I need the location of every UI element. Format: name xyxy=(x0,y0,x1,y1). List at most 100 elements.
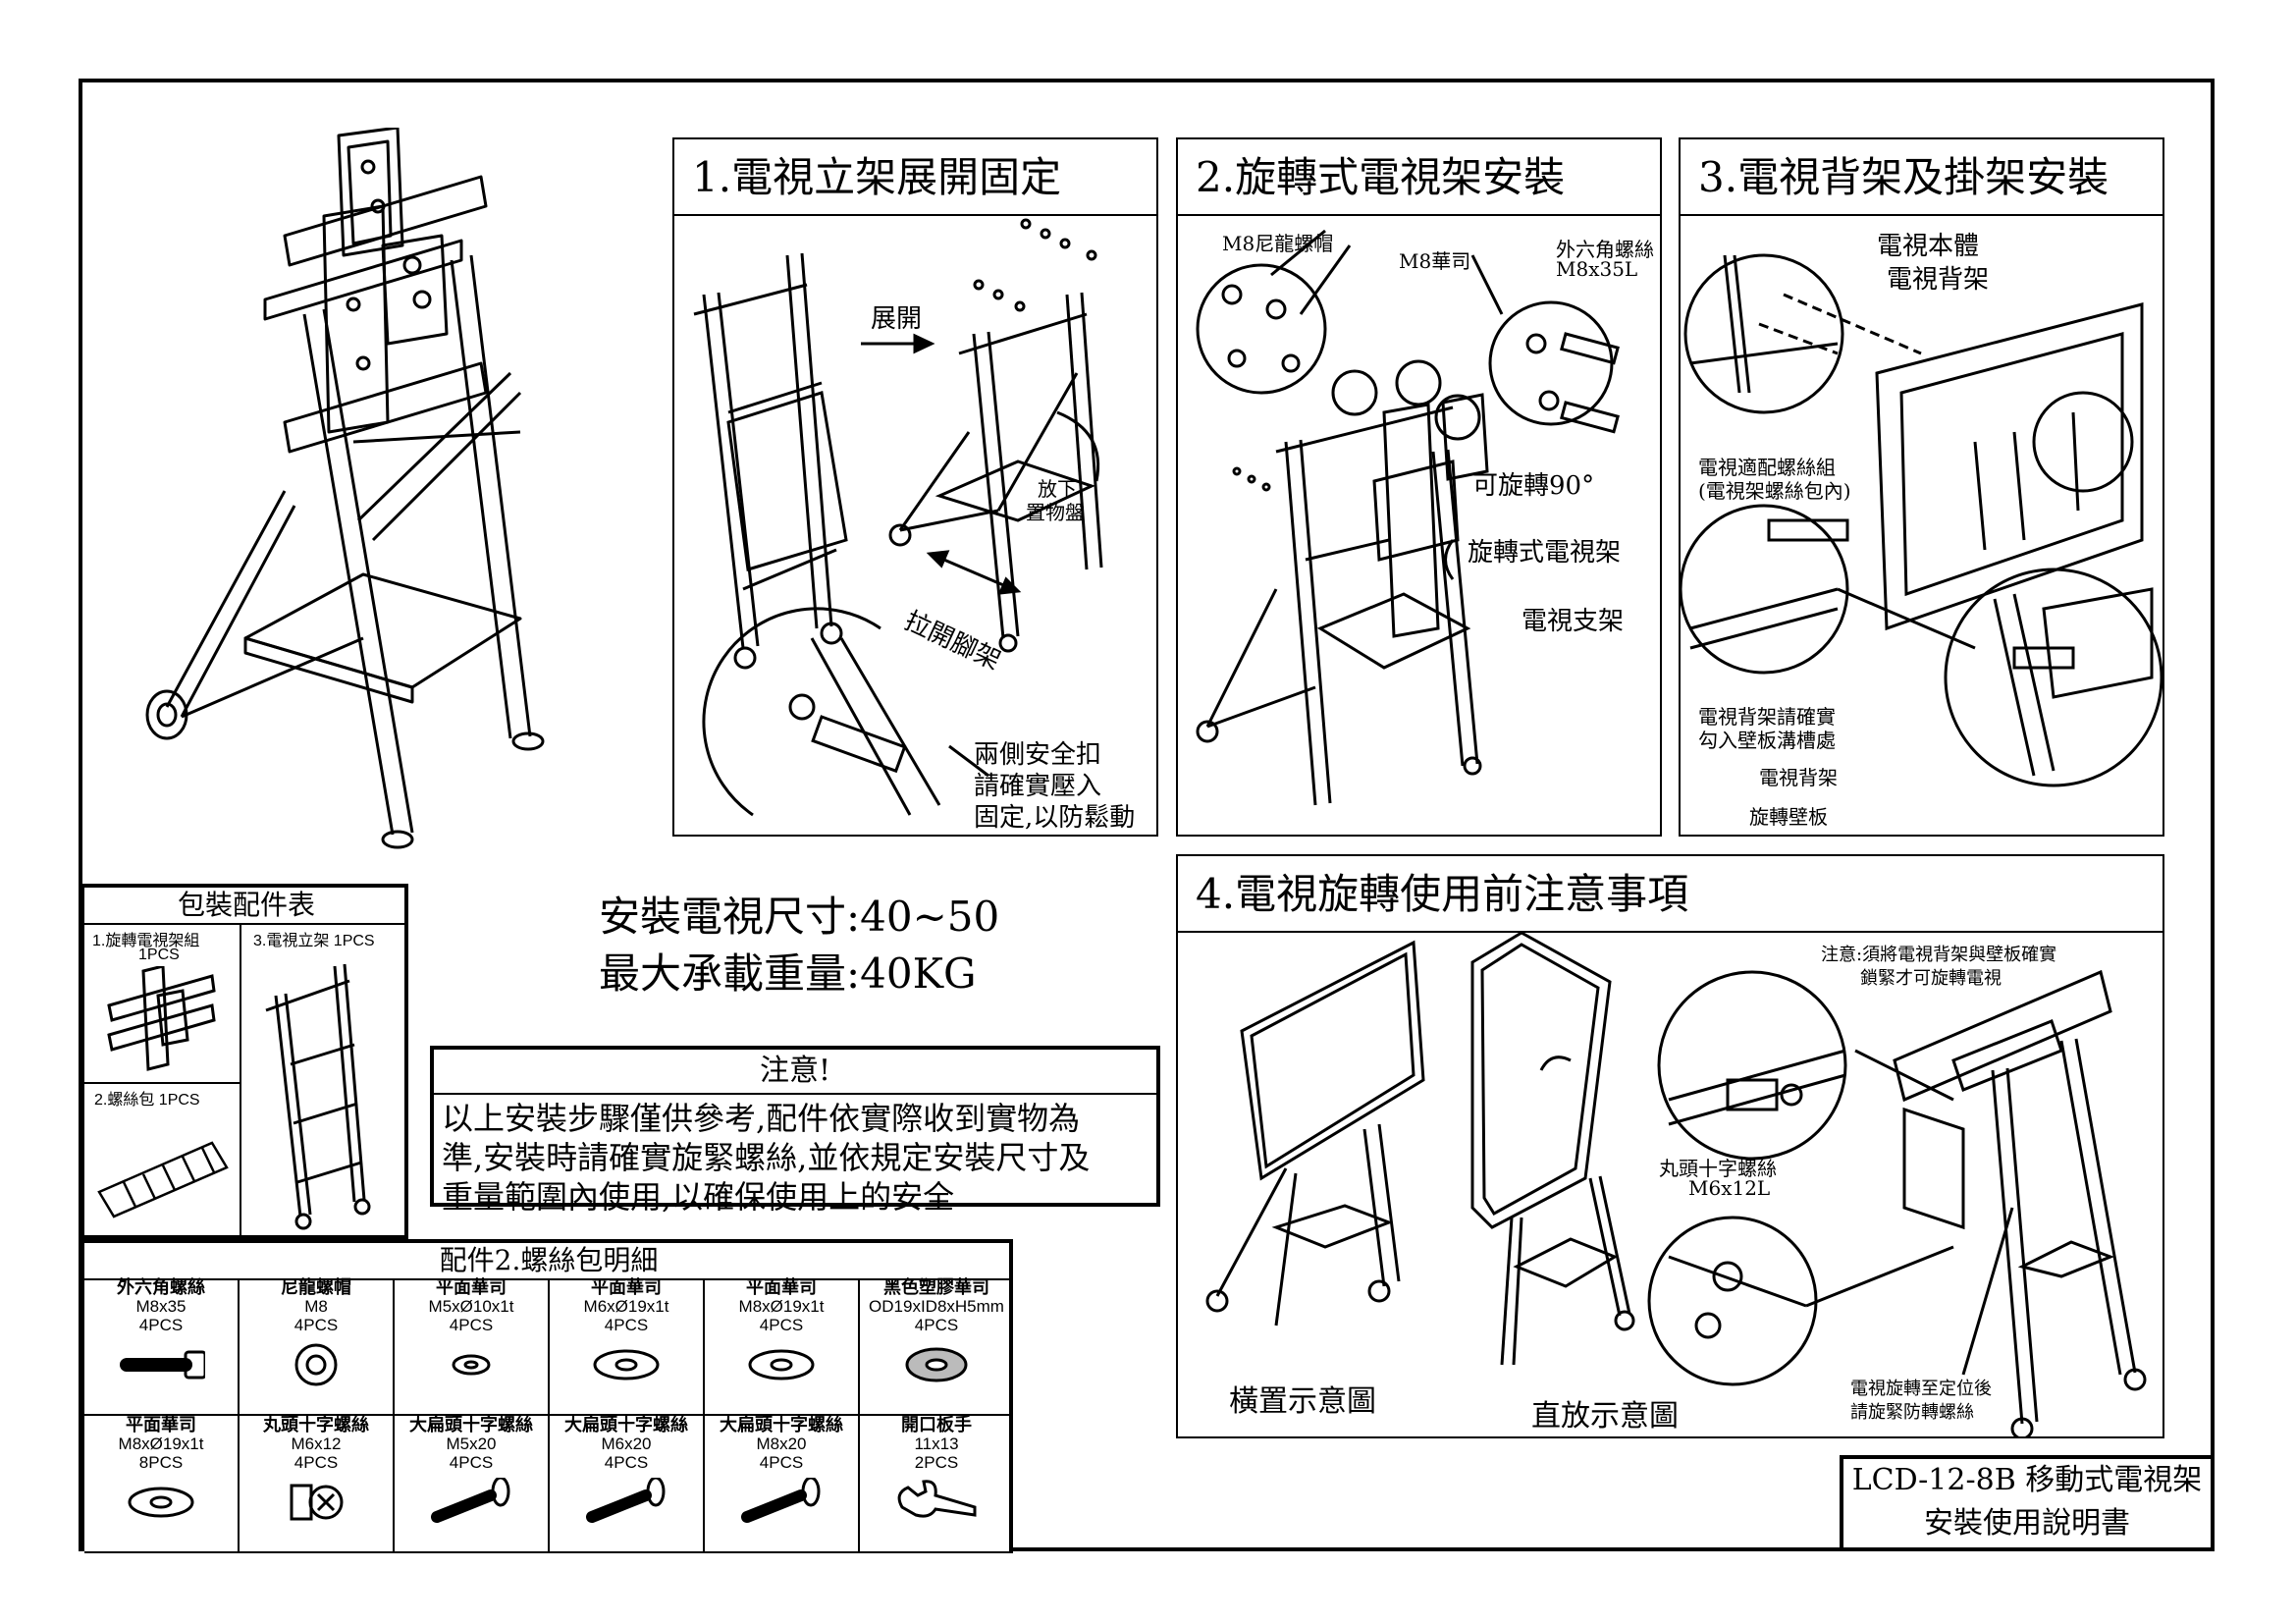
section-3-title: 3.電視背架及掛架安裝 xyxy=(1681,139,2163,216)
lock-note-label-2: 請旋緊防轉螺絲 xyxy=(1850,1402,1974,1423)
section-1-title: 1.電視立架展開固定 xyxy=(674,139,1156,216)
attention-label-1: 注意:須將電視背架與壁板確實 xyxy=(1821,945,2057,965)
screw-qty: 4PCS xyxy=(759,1316,804,1334)
adapter-screws-label-2: (電視架螺絲包內) xyxy=(1698,479,1851,503)
rotating-mount-icon xyxy=(107,966,216,1071)
product-doc: 安裝使用說明書 xyxy=(1924,1506,2130,1541)
screw-spec: M8xØ19x1t xyxy=(738,1297,825,1316)
adapter-screws-label-1: 電視適配螺絲組 xyxy=(1698,456,1836,479)
screw-spec: M5x20 xyxy=(446,1435,497,1453)
package-item-2: 2.螺絲包 1PCS xyxy=(94,1092,200,1109)
screw-qty: 4PCS xyxy=(449,1453,494,1472)
notice-box: 注意! 以上安裝步驟僅供參考,配件依實際收到實物為 準,安裝時請確實旋緊螺絲,並… xyxy=(430,1046,1160,1216)
screw-label-1: 丸頭十字螺絲 xyxy=(1659,1157,1777,1180)
portrait-label: 直放示意圖 xyxy=(1531,1399,1679,1434)
section-2-panel: 2.旋轉式電視架安裝 M8尼龍螺帽 M xyxy=(1176,137,1662,837)
screw-icon xyxy=(586,1476,666,1523)
screw-icon xyxy=(120,1350,207,1380)
screw-icon xyxy=(452,1354,491,1376)
screw-spec: M5xØ10x1t xyxy=(428,1297,514,1316)
screw-icon xyxy=(593,1349,660,1380)
package-table: 包裝配件表 1.旋轉電視架組 1PCS 2.螺絲包 1PCS 3.電視立架 1P… xyxy=(80,884,408,1239)
place-tray-label-2: 置物盤 xyxy=(1026,501,1085,524)
notice-line-1: 以上安裝步驟僅供參考,配件依實際收到實物為 xyxy=(442,1100,1081,1137)
screw-qty: 4PCS xyxy=(294,1316,339,1334)
section-3-panel: 3.電視背架及掛架安裝 電視本體 電視背架 電視適配螺絲組 (電視架螺絲 xyxy=(1679,137,2164,837)
screw-name: 大扁頭十字螺絲 xyxy=(720,1415,843,1435)
unfold-label: 展開 xyxy=(871,304,923,334)
screw-icon xyxy=(905,1347,968,1382)
rotate-plate-label: 旋轉壁板 xyxy=(1749,805,1828,829)
package-title: 包裝配件表 xyxy=(84,888,408,925)
section-1-panel: 1.電視立架展開固定 xyxy=(672,137,1158,837)
screw-qty: 4PCS xyxy=(604,1316,649,1334)
tv-stand-label: 電視支架 xyxy=(1522,607,1625,636)
screw-spec: 11x13 xyxy=(914,1435,959,1453)
notice-line-2: 準,安裝時請確實旋緊螺絲,並依規定安裝尺寸及 xyxy=(442,1139,1091,1176)
product-model: LCD-12-8B 移動式電視架 xyxy=(1851,1463,2203,1497)
screw-icon xyxy=(290,1484,344,1521)
outer-frame xyxy=(79,79,2215,1551)
screw-qty: 4PCS xyxy=(604,1453,649,1472)
nylon-nut-label: M8尼龍螺帽 xyxy=(1222,232,1334,255)
hex-bolt-label-1: 外六角螺絲 xyxy=(1556,238,1654,261)
lock-note-label-1: 電視旋轉至定位後 xyxy=(1850,1379,1992,1399)
screw-spec: M8x20 xyxy=(756,1435,807,1453)
screw-name: 外六角螺絲 xyxy=(117,1277,205,1297)
safety-label-1: 兩側安全扣 xyxy=(974,740,1102,770)
hook-note-label-2: 勾入壁板溝槽處 xyxy=(1698,729,1836,752)
screw-name: 平面華司 xyxy=(436,1277,507,1297)
screw-qty: 8PCS xyxy=(138,1453,184,1472)
screw-name: 平面華司 xyxy=(746,1277,817,1297)
hook-note-label-1: 電視背架請確實 xyxy=(1698,705,1836,729)
screw-spec: M6x12 xyxy=(291,1435,342,1453)
attention-label-2: 鎖緊才可旋轉電視 xyxy=(1860,968,2002,989)
screw-spec: M8x35 xyxy=(135,1297,187,1316)
screw-name: 尼龍螺帽 xyxy=(281,1277,351,1297)
place-tray-label-1: 放下 xyxy=(1038,477,1077,501)
back-frame-label: 電視背架 xyxy=(1759,766,1838,789)
screw-qty: 2PCS xyxy=(914,1453,959,1472)
screw-qty: 4PCS xyxy=(759,1453,804,1472)
section-1-illustration xyxy=(693,218,1103,817)
screw-icon xyxy=(431,1476,510,1523)
package-item-1: 1.旋轉電視架組 xyxy=(92,933,200,949)
tv-stand-icon xyxy=(265,963,371,1230)
screw-qty: 4PCS xyxy=(138,1316,184,1334)
package-item-1-qty: 1PCS xyxy=(138,947,180,963)
screw-name: 丸頭十字螺絲 xyxy=(263,1415,369,1435)
main-stand-illustration xyxy=(145,128,545,849)
screw-name: 大扁頭十字螺絲 xyxy=(564,1415,688,1435)
screw-spec: M8xØ19x1t xyxy=(118,1435,204,1453)
screw-spec: OD19xID8xH5mm xyxy=(869,1297,1004,1316)
tv-back-label: 電視背架 xyxy=(1887,265,1990,295)
section-4-title: 4.電視旋轉使用前注意事項 xyxy=(1178,856,2163,933)
screw-name: 平面華司 xyxy=(126,1415,196,1435)
product-title-box: LCD-12-8B 移動式電視架 安裝使用說明書 xyxy=(1840,1455,2215,1551)
screw-spec: M6xØ19x1t xyxy=(583,1297,669,1316)
screw-qty: 4PCS xyxy=(914,1316,959,1334)
spec-size: 安裝電視尺寸:40~50 xyxy=(599,893,1000,941)
section-2-title: 2.旋轉式電視架安裝 xyxy=(1178,139,1660,216)
notice-line-3: 重量範圍內使用,以確保使用上的安全 xyxy=(442,1178,955,1216)
hex-bolt-label-2: M8x35L xyxy=(1556,257,1638,281)
washer-label: M8華司 xyxy=(1399,249,1471,273)
screw-spec: M8 xyxy=(304,1297,328,1316)
safety-label-2: 請確實壓入 xyxy=(974,772,1102,801)
screw-qty: 4PCS xyxy=(449,1316,494,1334)
screw-bag-icon xyxy=(97,1141,229,1218)
screw-icon xyxy=(294,1343,338,1386)
landscape-label: 橫置示意圖 xyxy=(1229,1384,1376,1419)
section-4-panel: 4.電視旋轉使用前注意事項 xyxy=(1176,854,2164,1438)
tv-body-label: 電視本體 xyxy=(1877,232,1980,261)
spec-weight: 最大承載重量:40KG xyxy=(599,949,977,998)
